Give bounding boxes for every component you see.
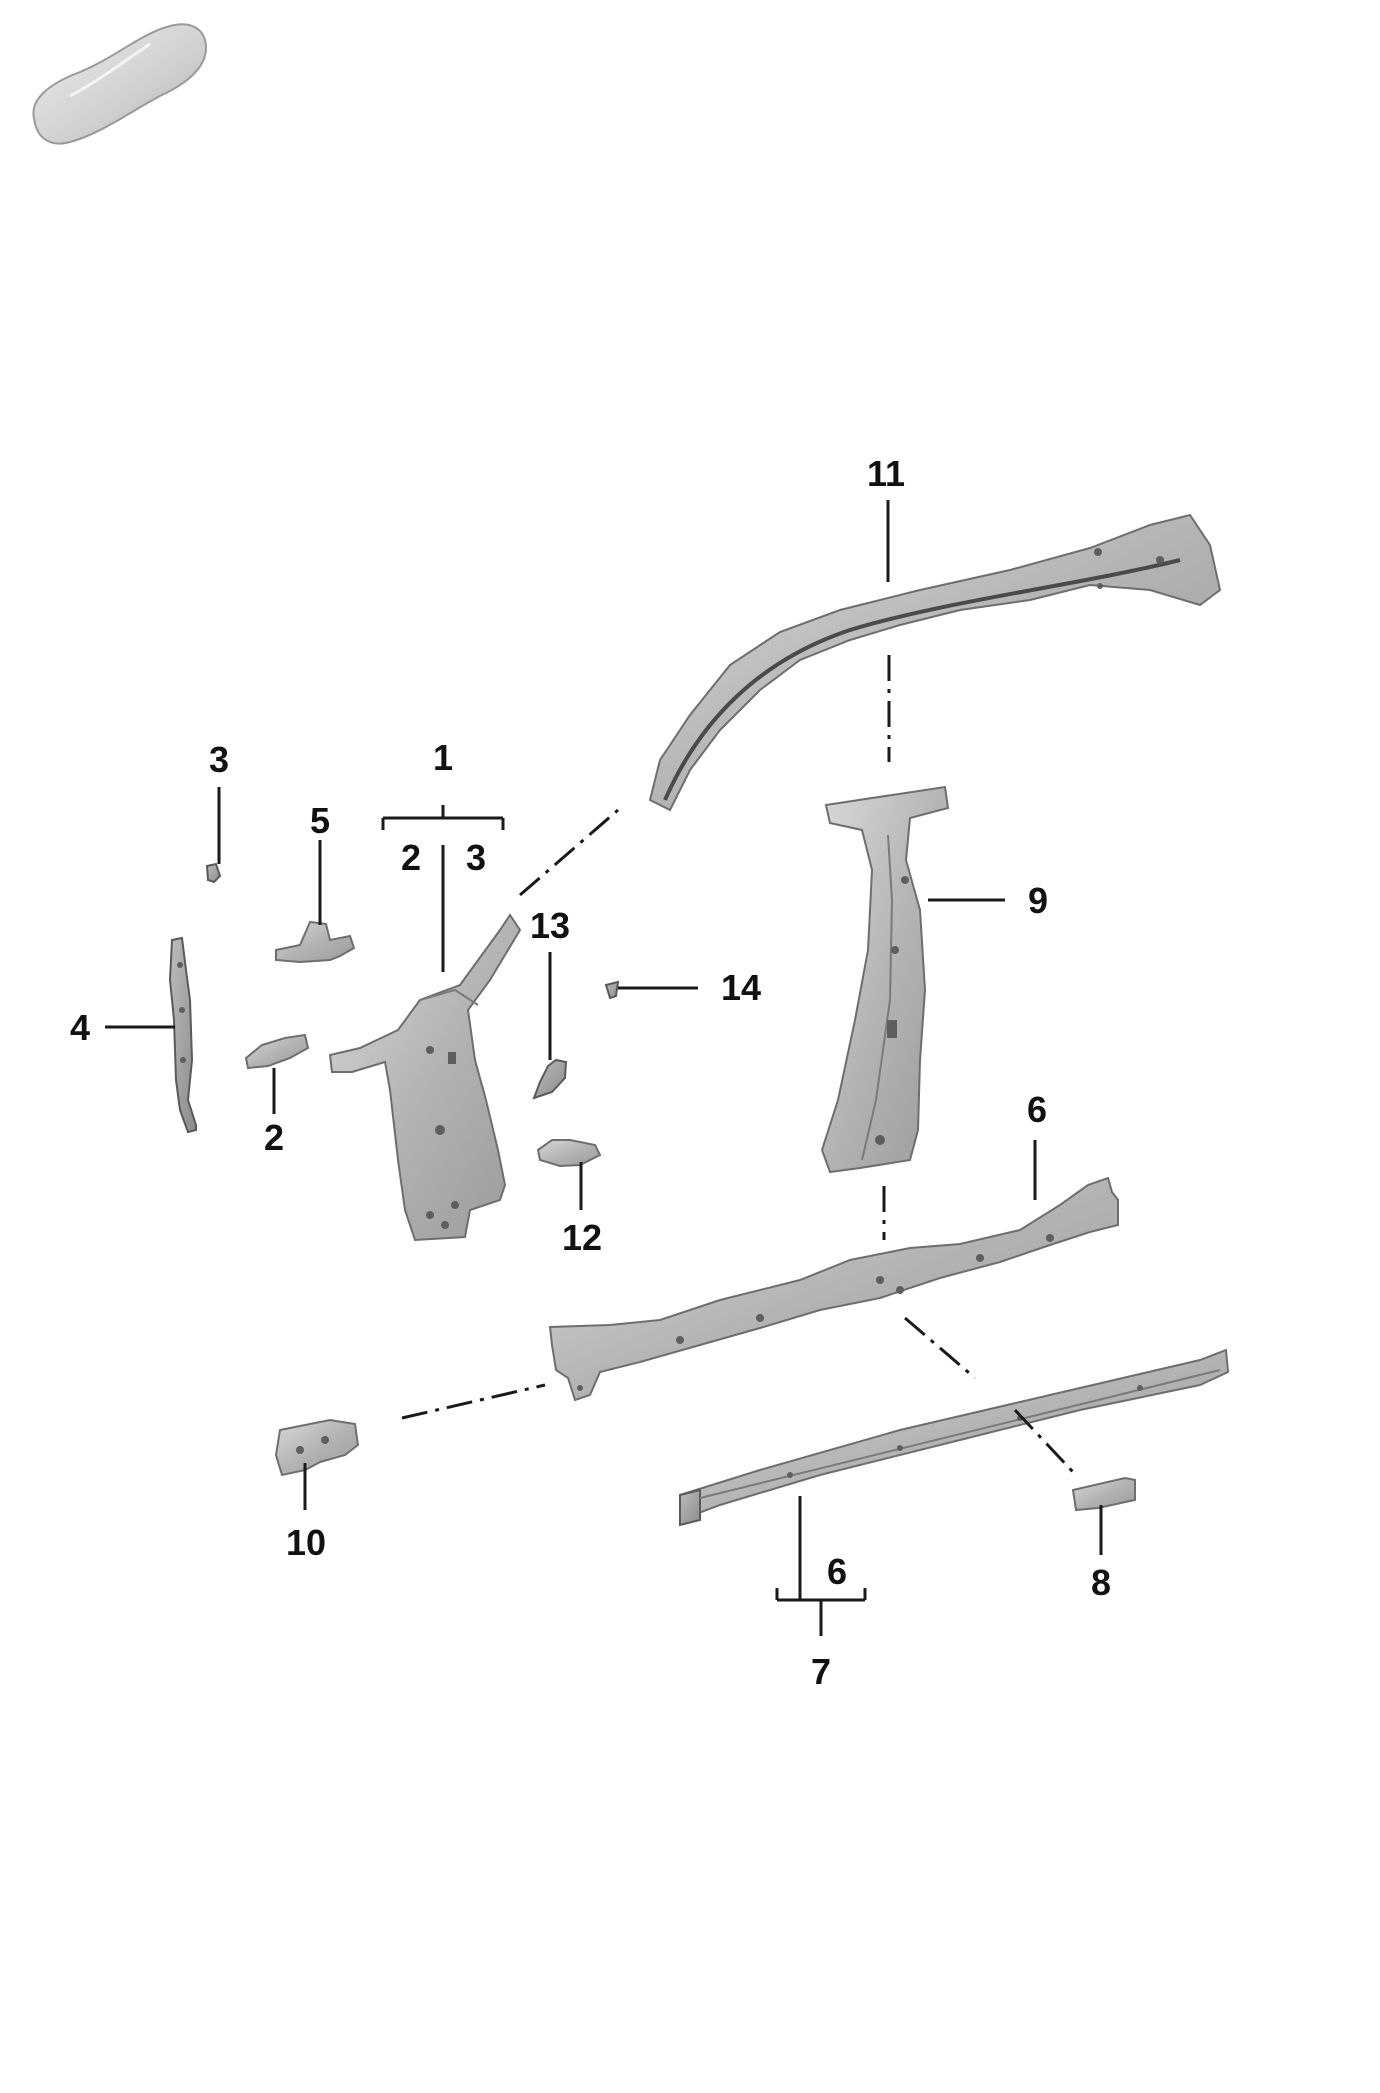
part-6-sill-inner [548,1176,1119,1402]
part-5-bracket [275,920,356,964]
callout-13: 13 [530,905,570,946]
callout-1-sub-2: 2 [401,837,421,878]
callout-6-bracket: 6 [827,1551,847,1592]
part-9-b-pillar [820,785,950,1174]
part-8-end-cap [1071,1476,1136,1512]
callout-12: 12 [562,1217,602,1258]
part-10-bracket [274,1418,360,1477]
callout-4: 4 [70,1007,90,1048]
callout-7: 7 [811,1651,831,1692]
part-2-bracket [244,1033,310,1070]
car-silhouette-icon [32,23,208,145]
callout-8: 8 [1091,1562,1111,1603]
callout-3: 3 [209,739,229,780]
part-14-clip [604,980,620,1000]
part-3-clip [205,862,222,884]
part-4-bracket [168,936,197,1134]
callout-6-top: 6 [1027,1089,1047,1130]
callout-14: 14 [721,967,761,1008]
callout-11: 11 [867,453,905,494]
part-12-bracket [536,1139,602,1168]
part-7-sill-outer [679,1348,1230,1527]
part-13-bracket [532,1058,568,1100]
leader-lines [105,500,1103,1636]
callout-1-sub-3: 3 [466,837,486,878]
callout-2: 2 [264,1117,284,1158]
callout-labels: 11 1 2 3 3 5 4 2 13 14 12 9 6 10 8 6 7 [70,453,1111,1692]
assembly-lines [401,655,1075,1474]
callout-1: 1 [433,737,453,778]
callout-9: 9 [1028,880,1048,921]
callout-10: 10 [286,1522,326,1563]
part-11-roof-rail [648,513,1222,812]
part-1-a-pillar-lower [328,913,522,1242]
callout-5: 5 [310,800,330,841]
